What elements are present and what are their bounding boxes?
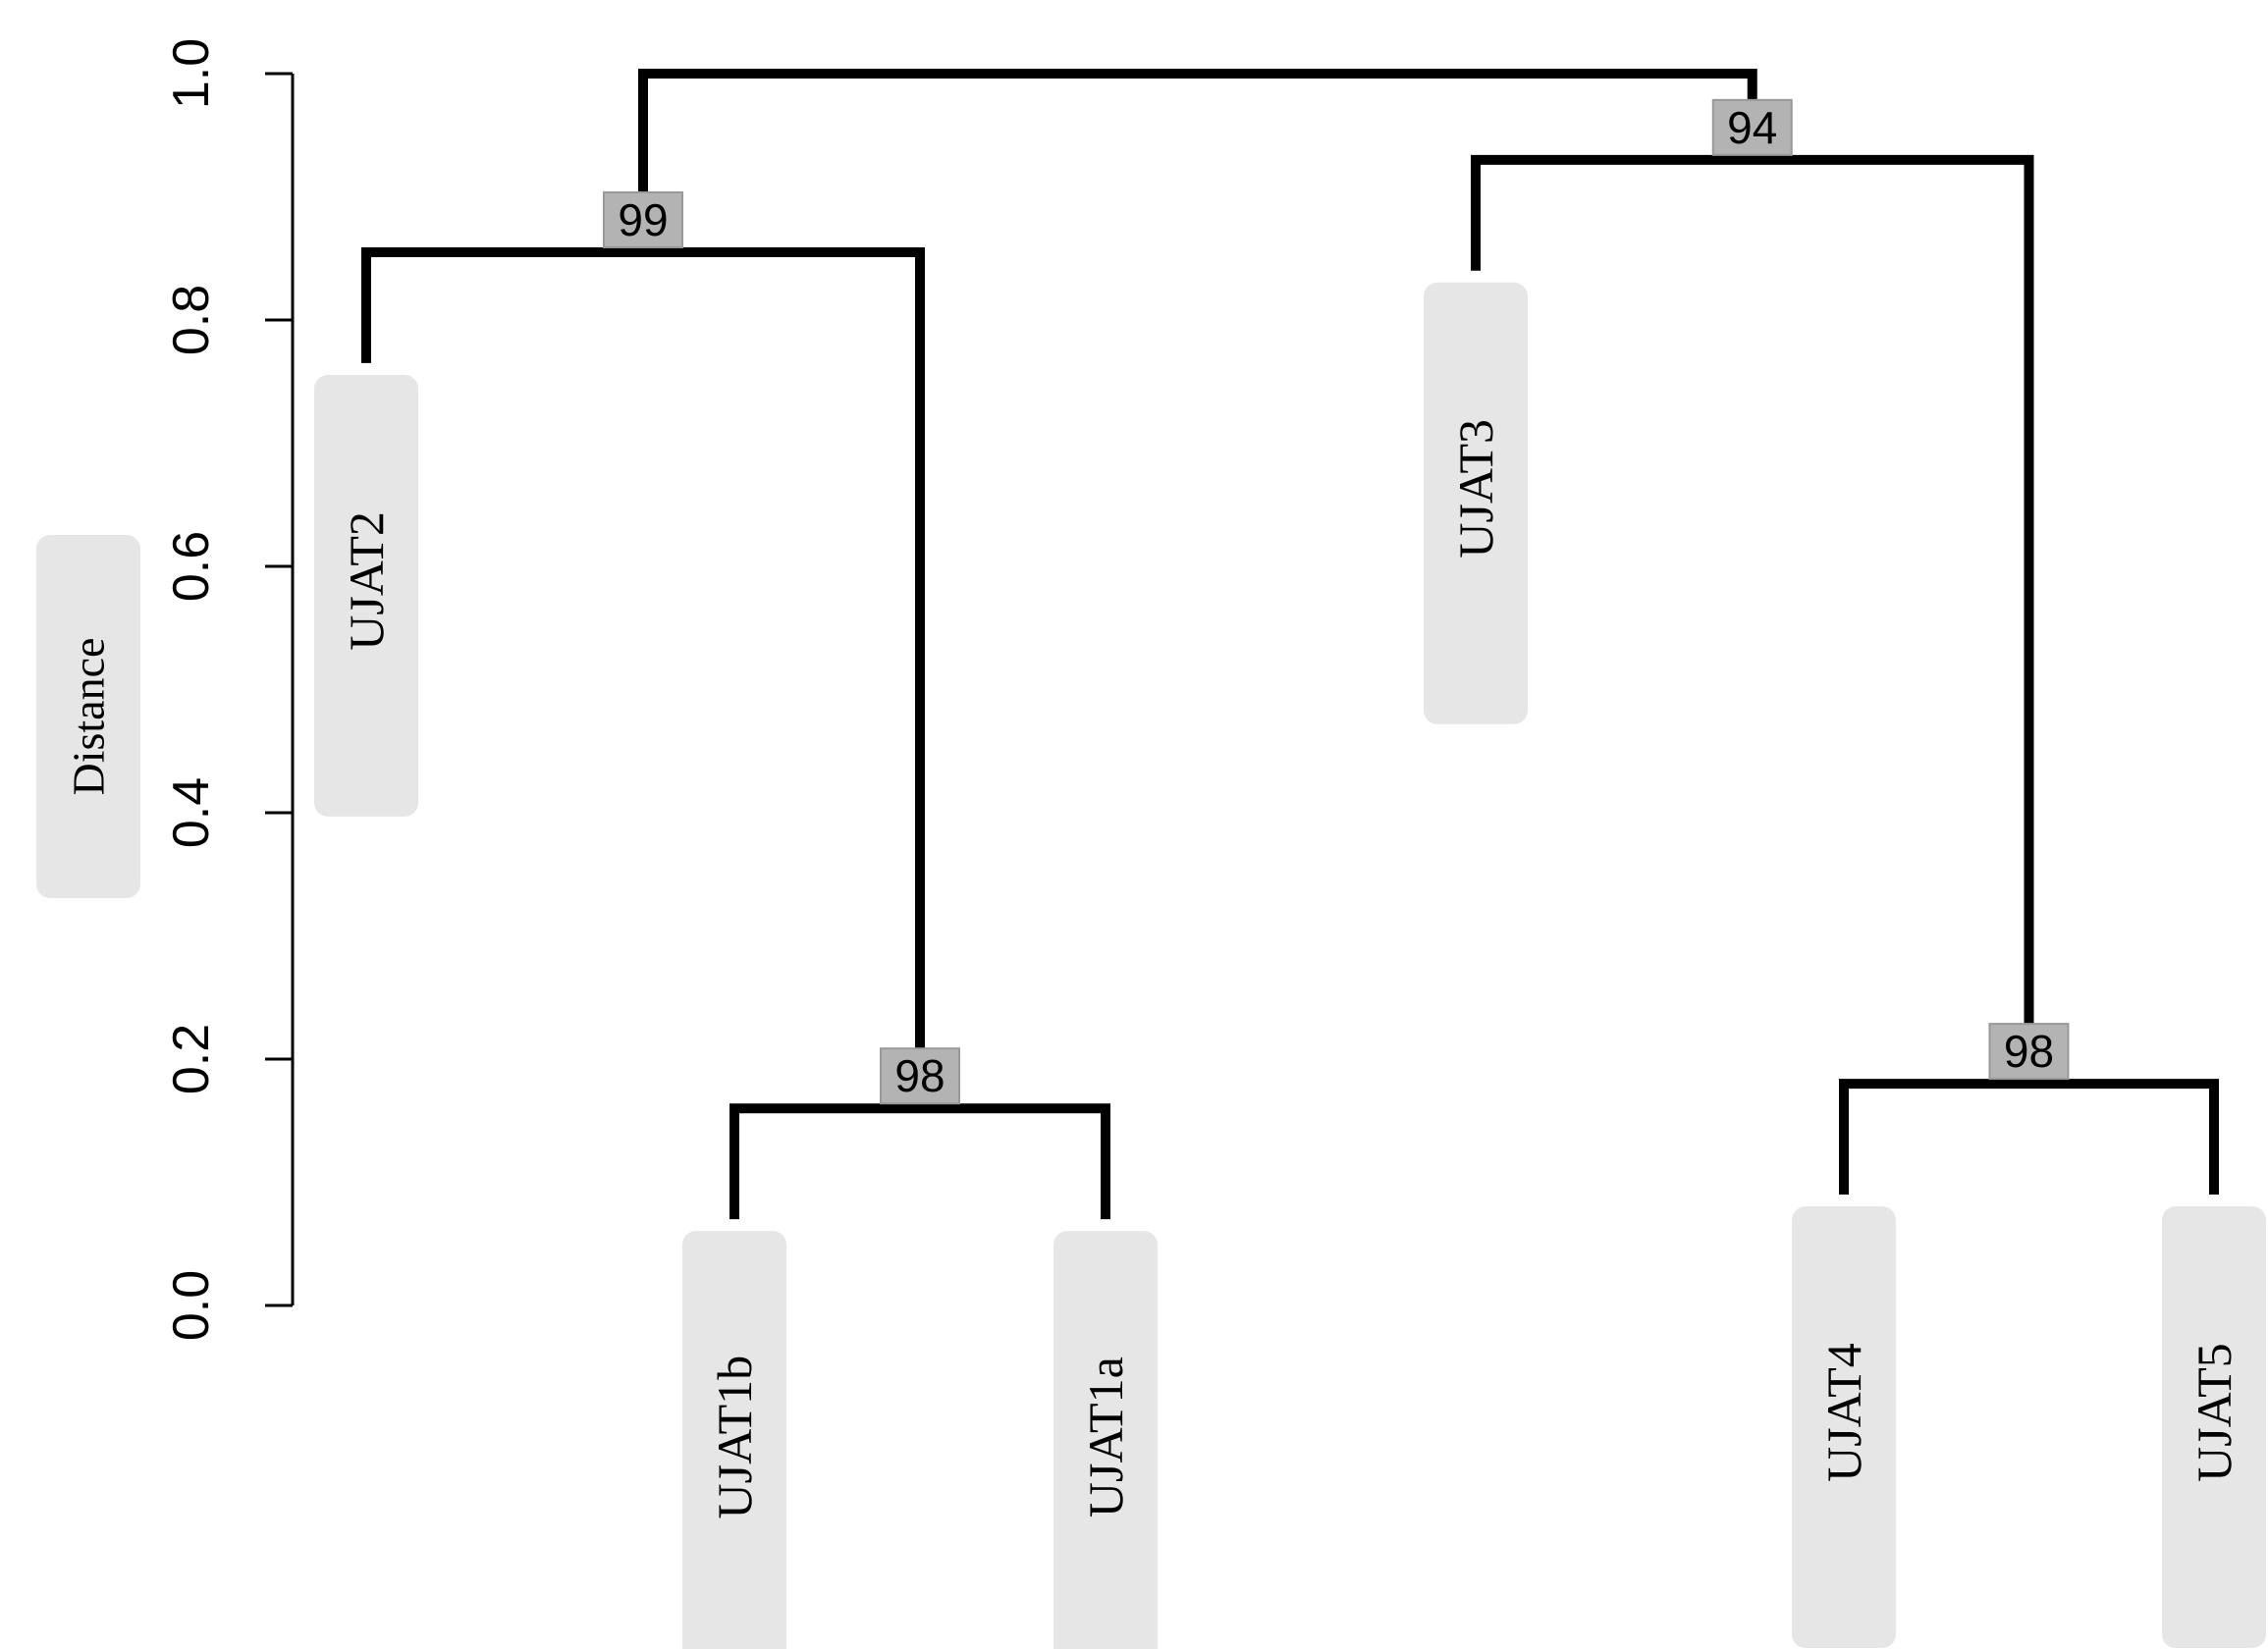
- leaf-box-UJAT1a: [1053, 1231, 1158, 1649]
- leaf-label-UJAT2: UJAT2: [339, 511, 394, 651]
- branch-n2: [1839, 1079, 2219, 1196]
- support-label-n2: 98: [2004, 1026, 2054, 1077]
- support-box-n2: [1988, 1023, 2070, 1081]
- y-tick-label: 0.8: [163, 285, 220, 355]
- leaf-box-UJAT4: [1792, 1206, 1896, 1649]
- leaf-label-UJAT3: UJAT3: [1448, 419, 1503, 559]
- y-axis-title-box: [36, 535, 140, 898]
- support-box-n4: [1711, 98, 1793, 156]
- branch-n1: [729, 1103, 1110, 1220]
- branch-n4: [1471, 154, 2034, 1085]
- y-axis-title-group: Distance: [36, 535, 140, 898]
- support-label-n3: 99: [618, 194, 668, 245]
- leaf-box-UJAT2: [314, 374, 418, 817]
- y-tick-label: 0.4: [163, 777, 220, 848]
- leaf-label-UJAT5: UJAT5: [2187, 1343, 2241, 1482]
- y-tick-label: 1.0: [163, 38, 220, 109]
- bootstrap-support-labels: 98 98 99 94: [603, 98, 2070, 1105]
- branch-n3: [361, 246, 925, 1109]
- leaf-box-UJAT3: [1424, 282, 1528, 724]
- leaf-label-UJAT1b: UJAT1b: [707, 1356, 762, 1519]
- leaf-box-UJAT5: [2162, 1206, 2266, 1649]
- support-label-n4: 94: [1727, 102, 1777, 153]
- support-box-n3: [603, 190, 683, 248]
- y-tick-label: 0.2: [163, 1024, 220, 1094]
- leaf-label-UJAT4: UJAT4: [1816, 1343, 1871, 1482]
- leaf-label-UJAT1a: UJAT1a: [1078, 1356, 1133, 1517]
- y-axis: 0.0 0.2 0.4 0.6 0.8 1.0: [163, 38, 295, 1341]
- leaf-box-UJAT1b: [682, 1231, 786, 1649]
- support-box-n1: [880, 1047, 960, 1105]
- y-tick-label: 0.6: [163, 531, 220, 602]
- y-axis-title: Distance: [64, 638, 114, 796]
- y-tick-label: 0.0: [163, 1270, 220, 1341]
- support-label-n1: 98: [894, 1050, 945, 1101]
